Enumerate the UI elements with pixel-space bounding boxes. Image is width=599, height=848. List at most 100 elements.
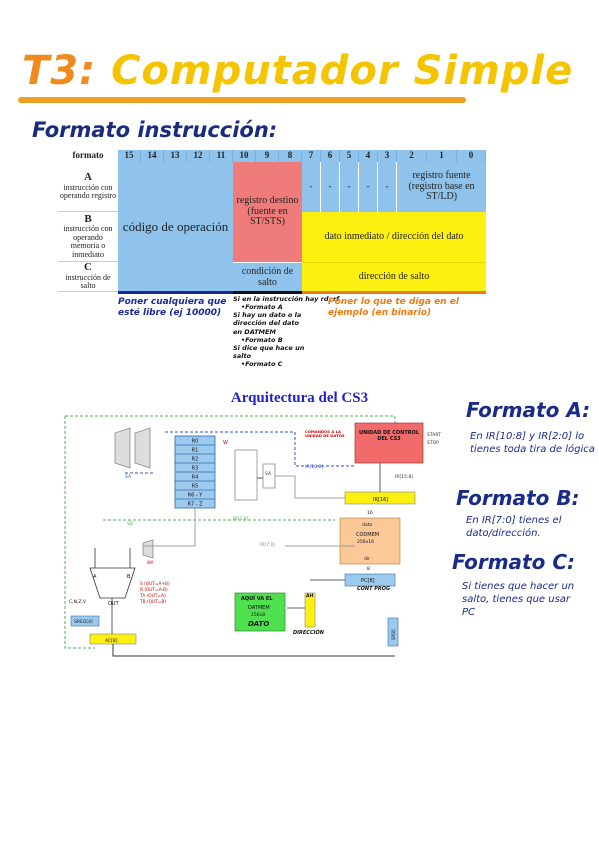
register-label: R3 [192, 466, 199, 472]
bit-header-2: 2 [397, 150, 427, 162]
example-note: Poner lo que te diga en el ejemplo (en b… [328, 297, 459, 318]
control-bus [65, 415, 396, 430]
unused-bit-6: - [321, 162, 340, 212]
ir158-label: IR[15:8] [395, 474, 413, 480]
input-mux [114, 427, 131, 469]
stop-label: STOP [427, 440, 439, 446]
opcode-field: código de operación [118, 162, 233, 292]
row-letter-b: B [84, 212, 92, 225]
wire [275, 475, 345, 499]
register-note-line: Si en la instrucción hay rd, rf [233, 295, 340, 303]
control-unit-label: UNIDAD DE CONTROL DEL CS3 [358, 430, 420, 442]
bit-header-8: 8 [279, 150, 302, 162]
register-note-line: dirección del dato [233, 319, 299, 328]
title-prefix: T3: [22, 48, 97, 94]
row-desc-c: instrucción de salto [65, 272, 111, 291]
hand-dato-label: DATO [248, 620, 269, 628]
bus-width-16: 16 [367, 510, 373, 516]
bit-header-7: 7 [302, 150, 321, 162]
ir20-label: IR[2:0] [233, 516, 248, 522]
sreg-label: SREG[4] [74, 619, 93, 625]
register-select-bus [165, 431, 355, 467]
alu-out-label: OUT [108, 601, 120, 607]
immediate-data-field: dato inmediato / dirección del dato [302, 212, 486, 262]
start-label: START [427, 432, 441, 438]
register-note: Si en la instrucción hay rd, rf •Formato… [233, 295, 340, 368]
hand-here-label: AQUÍ VA EL [241, 594, 273, 602]
wrd-label: W [223, 440, 228, 446]
register-label: R2 [192, 457, 199, 463]
bit-header-0: 0 [457, 150, 486, 162]
alu-op-s: S (OUT=A+B) [140, 581, 170, 587]
alu-op-ta: TA (OUT=A) [139, 593, 166, 599]
stack-pointer [387, 617, 399, 647]
output-mux [234, 449, 258, 501]
sb-label: SB [127, 521, 133, 527]
data-memory [234, 592, 286, 632]
format-b-text: En IR[7:0] tienes el dato/dirección. [466, 515, 562, 539]
sp-label: SP[8] [391, 629, 396, 640]
cont-prog-label: CONT PROG [357, 586, 390, 592]
alu-b-label: B [127, 574, 131, 580]
bit-header-11: 11 [210, 150, 233, 162]
codmem-label: CODMEM [356, 532, 379, 538]
ir108-label: IR[10:8] [305, 464, 323, 470]
address-mux [304, 592, 316, 628]
register-label: R0 [192, 439, 199, 445]
alu-op-r: R (OUT=A-B) [140, 587, 168, 593]
bit-header-3: 3 [378, 150, 397, 162]
section-subtitle: Formato instrucción: [32, 118, 278, 142]
sa-label-right: SA [265, 471, 272, 477]
row-letter-c: C [84, 261, 92, 274]
unused-bit-4: - [359, 162, 378, 212]
ir70-label: IR[7:0] [260, 542, 275, 548]
source-register-field: registro fuente (registro base en ST/LD) [397, 162, 486, 212]
architecture-title: Arquitectura del CS3 [230, 390, 369, 406]
codmem-dir-label: dir [364, 556, 370, 562]
register-label: R4 [192, 475, 199, 481]
status-register [70, 615, 100, 627]
alu-op-tb: TB (OUT=B) [139, 599, 166, 605]
ac-label: AC[8] [105, 638, 118, 644]
control-bus [64, 416, 95, 649]
datmem-label: DATMEM [248, 605, 270, 611]
alu-a-label: A [93, 574, 97, 580]
unused-bit-5: - [340, 162, 359, 212]
code-memory [339, 517, 401, 565]
bit-header-4: 4 [359, 150, 378, 162]
register-note-line: Si dice que hace un [233, 343, 305, 352]
wire [143, 508, 196, 547]
bit-header-13: 13 [164, 150, 187, 162]
bit-header-12: 12 [187, 150, 210, 162]
commands-label: COMANDOS A LA UNIDAD DE DATOS [305, 430, 345, 439]
jump-address-field: dirección de salto [302, 262, 486, 292]
flags-label: C,N,Z,V [69, 599, 87, 605]
sa-label: SA [125, 474, 132, 480]
register-note-line: en DATMEM [233, 327, 276, 336]
opcode-note: Poner cualquiera que esté libre (ej 1000… [118, 297, 227, 318]
register-label: R7 - Z [187, 502, 203, 508]
bit-header-15: 15 [118, 150, 141, 162]
dest-register-field: registro destino (fuente en ST/STS) [233, 162, 302, 262]
register-label: R1 [192, 448, 199, 454]
register-note-line: salto [233, 351, 252, 360]
register-note-line: •Formato C [241, 360, 283, 368]
codmem-data-label: data [362, 522, 372, 528]
datmem-size: 256x8 [251, 612, 265, 618]
row-label-b: B instrucción con operando memoria o inm… [58, 212, 118, 262]
title-main: Computador Simple [111, 48, 574, 94]
row-desc-a: instrucción con operando registro [59, 182, 117, 201]
row-desc-b: instrucción con operando memoria o inmed… [63, 224, 113, 259]
bit-header-6: 6 [321, 150, 340, 162]
wa-label: WA [147, 560, 154, 565]
bit-header-5: 5 [340, 150, 359, 162]
format-c-title: Formato C: [452, 550, 575, 574]
hand-ah-label: AH [306, 593, 313, 599]
codmem-size: 256x16 [357, 539, 374, 545]
page-title: T3: Computador Simple [22, 48, 573, 94]
title-underline [18, 97, 466, 103]
register-underline [233, 291, 302, 294]
format-a-title: Formato A: [466, 398, 591, 422]
